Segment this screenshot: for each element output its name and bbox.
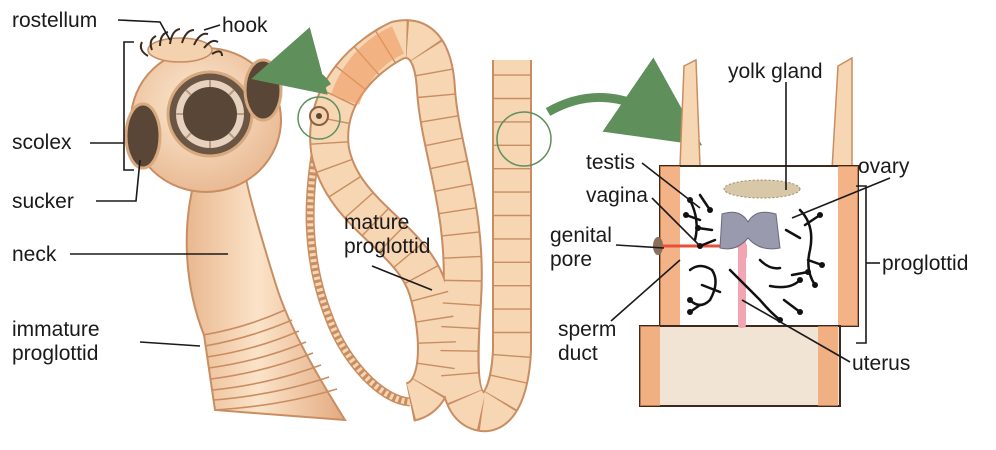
label-mature-line2: proglottid [344,235,431,258]
sucker-left [124,102,162,170]
label-testis: testis [586,151,636,174]
label-sucker: sucker [12,190,74,213]
label-yolk-gland: yolk gland [728,60,823,83]
label-genital-pore: genital pore [550,224,612,272]
immature-proglottid-rings [202,309,338,411]
ovary-shape [719,211,781,250]
label-vagina: vagina [586,184,648,207]
label-proglottid: proglottid [882,252,969,275]
label-mature-line1: mature [344,211,410,234]
hooks [139,28,223,57]
label-immature-line1: immature [12,318,100,341]
sucker-right [243,58,283,122]
label-immature-line2: proglottid [12,342,99,365]
label-scolex: scolex [12,131,72,154]
label-uterus: uterus [852,352,911,375]
label-neck: neck [12,243,57,266]
label-ovary: ovary [858,155,910,178]
label-sperm-duct: sperm duct [558,318,616,366]
arrow-to-scolex [251,27,331,95]
neck-body [185,173,347,422]
worm-figure [297,19,552,432]
label-mature-proglottid: mature proglottid [344,211,430,259]
label-sperm-line2: duct [558,342,598,365]
label-sperm-line1: sperm [558,318,617,341]
label-hook: hook [222,14,268,37]
proglottid-figure [639,56,859,407]
label-immature-proglottid: immature proglottid [12,318,100,366]
yolk-gland-shape [723,179,801,199]
label-rostellum: rostellum [12,9,98,32]
leader-lines [70,19,891,363]
label-genital-line1: genital [550,224,612,247]
label-genital-line2: pore [550,248,593,271]
arrow-to-proglottid [545,57,703,146]
